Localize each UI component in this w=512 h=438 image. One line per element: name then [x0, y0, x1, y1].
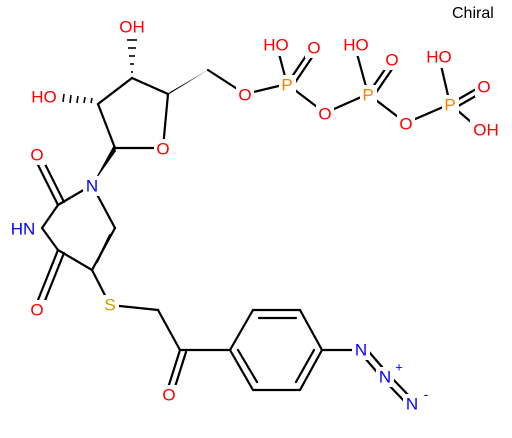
- bond-co-o-1: [166, 348, 182, 390]
- atom-p-alpha: P: [279, 75, 296, 95]
- atom-o-bridge-2: O: [397, 114, 415, 134]
- atom-o-c4: O: [28, 300, 46, 320]
- svg-text:O: O: [30, 146, 43, 165]
- bond-ph-6: [228, 348, 255, 392]
- svg-text:N: N: [379, 368, 391, 387]
- svg-text:HO: HO: [343, 36, 369, 55]
- svg-text:O: O: [399, 115, 412, 134]
- bond-ph-inner-3: [236, 348, 259, 384]
- atom-o-5prime: O: [236, 85, 254, 105]
- svg-text:P: P: [362, 86, 373, 105]
- atom-p-beta: P: [360, 85, 377, 105]
- atom-o-c2: O: [28, 145, 46, 165]
- bond-ch2-co: [156, 308, 182, 352]
- wedge-c4-c5prime: [166, 70, 208, 96]
- svg-text:O: O: [318, 105, 331, 124]
- hash-c3-oh: [127, 39, 137, 73]
- atom-oh-p-gamma: OH: [470, 119, 502, 141]
- atom-oh-c3: OH: [117, 16, 147, 38]
- bond-c2-o-2: [42, 160, 66, 204]
- svg-text:OH: OH: [119, 18, 145, 37]
- bond-c2-n3: [40, 203, 60, 230]
- svg-text:O: O: [477, 78, 490, 97]
- atom-n-azide-2: N +: [376, 360, 403, 387]
- svg-text:N: N: [406, 395, 418, 414]
- hash-c2-oh: [62, 93, 93, 104]
- bond-n3-c4: [40, 226, 60, 252]
- atom-o-ketone: O: [160, 385, 178, 405]
- bond-ph-inner-2: [294, 348, 316, 384]
- atom-ho-p-gamma-top: HO: [423, 46, 455, 68]
- svg-text:OH: OH: [473, 121, 499, 140]
- bond-ph-1: [228, 308, 255, 352]
- svg-text:O: O: [385, 51, 398, 70]
- atom-p-gamma: P: [442, 95, 459, 115]
- atom-ho-p-alpha: HO: [260, 34, 292, 56]
- svg-text:O: O: [30, 301, 43, 320]
- bond-co-o-2: [172, 350, 188, 392]
- charge-minus: -: [424, 386, 429, 402]
- atom-o-bridge-1: O: [316, 104, 334, 124]
- bond-ph-3: [298, 308, 324, 352]
- atom-o-ring: O: [154, 139, 172, 159]
- svg-text:O: O: [156, 140, 169, 159]
- bond-c1-c2: [96, 102, 117, 150]
- atom-o-p-gamma: O: [475, 77, 493, 97]
- svg-text:S: S: [104, 296, 115, 315]
- atom-n-azide-3: N -: [403, 386, 429, 414]
- bond-c4-o-2: [42, 251, 66, 305]
- bond-c4-o-1: [36, 248, 60, 302]
- svg-text:HO: HO: [426, 48, 452, 67]
- charge-plus: +: [395, 360, 403, 375]
- atom-o-p-beta: O: [383, 50, 401, 70]
- svg-text:O: O: [238, 86, 251, 105]
- svg-text:N: N: [355, 341, 367, 360]
- atom-n-azide-1: N: [352, 340, 370, 360]
- atom-layer: OH HO O O P HO O O: [6, 16, 502, 414]
- atom-ho-c2: HO: [28, 86, 60, 108]
- svg-text:N: N: [86, 177, 98, 196]
- chiral-label: Chiral: [452, 5, 494, 22]
- svg-text:HN: HN: [11, 220, 36, 239]
- bond-c2-o-1: [36, 163, 60, 207]
- atom-nh: HN: [6, 218, 40, 240]
- bond-layer: [36, 39, 483, 407]
- svg-text:O: O: [307, 39, 320, 58]
- wedge-c1-n1: [92, 145, 116, 185]
- bond-c2-c3: [96, 76, 134, 106]
- svg-text:HO: HO: [263, 36, 289, 55]
- svg-text:P: P: [444, 96, 455, 115]
- atom-o-p-alpha: O: [305, 38, 323, 58]
- bond-c5-c6-inner: [95, 233, 112, 264]
- atom-n1: N: [83, 176, 101, 196]
- atom-s: S: [102, 295, 119, 315]
- bond-ph-4: [298, 348, 324, 392]
- svg-text:HO: HO: [31, 88, 57, 107]
- svg-text:O: O: [162, 386, 175, 405]
- svg-text:P: P: [281, 76, 292, 95]
- atom-ho-p-beta: HO: [340, 34, 372, 56]
- bond-c3-c4: [130, 76, 170, 96]
